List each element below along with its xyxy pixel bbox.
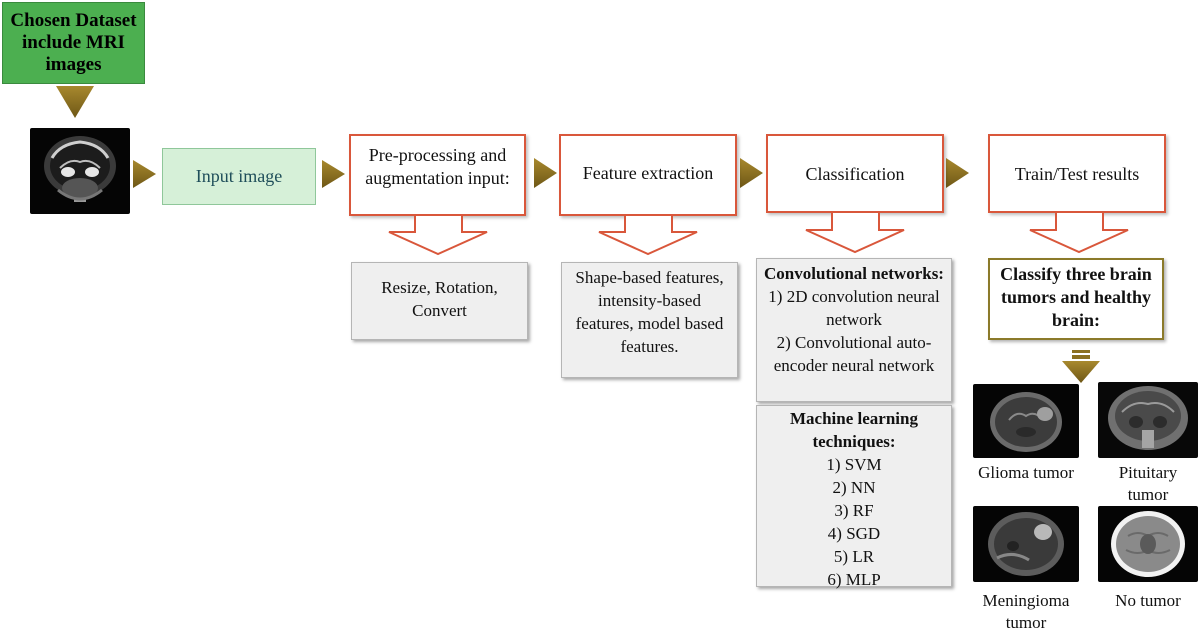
conv-item: 1) 2D convolution neural network xyxy=(768,287,940,329)
ml-item: 2) NN xyxy=(832,478,876,497)
results-detail-box: Classify three brain tumors and healthy … xyxy=(988,258,1164,340)
preprocess-detail-box: Resize, Rotation, Convert xyxy=(351,262,528,340)
down-arrow-icon xyxy=(56,86,94,118)
right-arrow-icon xyxy=(322,160,345,188)
preprocess-box: Pre-processing and augmentation input: xyxy=(349,134,526,216)
pituitary-caption: Pituitary tumor xyxy=(1118,463,1178,504)
ml-techniques-title: Machine learning techniques: xyxy=(790,409,918,451)
dataset-box: Chosen Dataset include MRI images xyxy=(2,2,145,84)
right-arrow-icon xyxy=(534,158,557,188)
preprocess-detail-text: Resize, Rotation, Convert xyxy=(381,278,498,320)
right-arrow-icon xyxy=(133,160,156,188)
no-tumor-caption: No tumor xyxy=(1115,591,1181,610)
conv-item: 2) Convolutional auto-encoder neural net… xyxy=(773,333,935,375)
conv-networks-title: Convolutional networks: xyxy=(764,264,944,283)
input-mri-image xyxy=(30,128,130,214)
results-box: Train/Test results xyxy=(988,134,1166,213)
feature-extraction-label: Feature extraction xyxy=(582,163,714,183)
input-image-box: Input image xyxy=(162,148,316,205)
ml-item: 5) LR xyxy=(833,547,875,566)
pituitary-mri-image xyxy=(1098,382,1198,458)
meningioma-caption: Meningioma tumor xyxy=(982,591,1070,632)
down-arrow-icon xyxy=(1062,350,1100,383)
feature-detail-box: Shape-based features, intensity-based fe… xyxy=(561,262,738,378)
input-image-label: Input image xyxy=(195,166,283,186)
results-label: Train/Test results xyxy=(1014,164,1140,184)
glioma-mri-image xyxy=(973,384,1079,458)
ml-item: 3) RF xyxy=(834,501,874,520)
classification-label: Classification xyxy=(805,164,905,184)
ml-item: 4) SGD xyxy=(827,524,881,543)
conv-networks-box: Convolutional networks: 1) 2D convolutio… xyxy=(756,258,952,402)
feature-extraction-box: Feature extraction xyxy=(559,134,737,216)
right-arrow-icon xyxy=(946,158,969,188)
right-arrow-icon xyxy=(740,158,763,188)
feature-detail-text: Shape-based features, intensity-based fe… xyxy=(575,268,724,356)
no-tumor-mri-image xyxy=(1098,506,1198,582)
glioma-caption: Glioma tumor xyxy=(978,463,1074,482)
meningioma-mri-image xyxy=(973,506,1079,582)
results-detail-text: Classify three brain tumors and healthy … xyxy=(1000,264,1152,330)
ml-item: 6) MLP xyxy=(827,570,881,589)
ml-techniques-box: Machine learning techniques: 1) SVM 2) N… xyxy=(756,405,952,589)
preprocess-label: Pre-processing and augmentation input: xyxy=(365,145,510,188)
ml-item: 1) SVM xyxy=(826,455,882,474)
dataset-label: Chosen Dataset include MRI images xyxy=(10,10,137,75)
